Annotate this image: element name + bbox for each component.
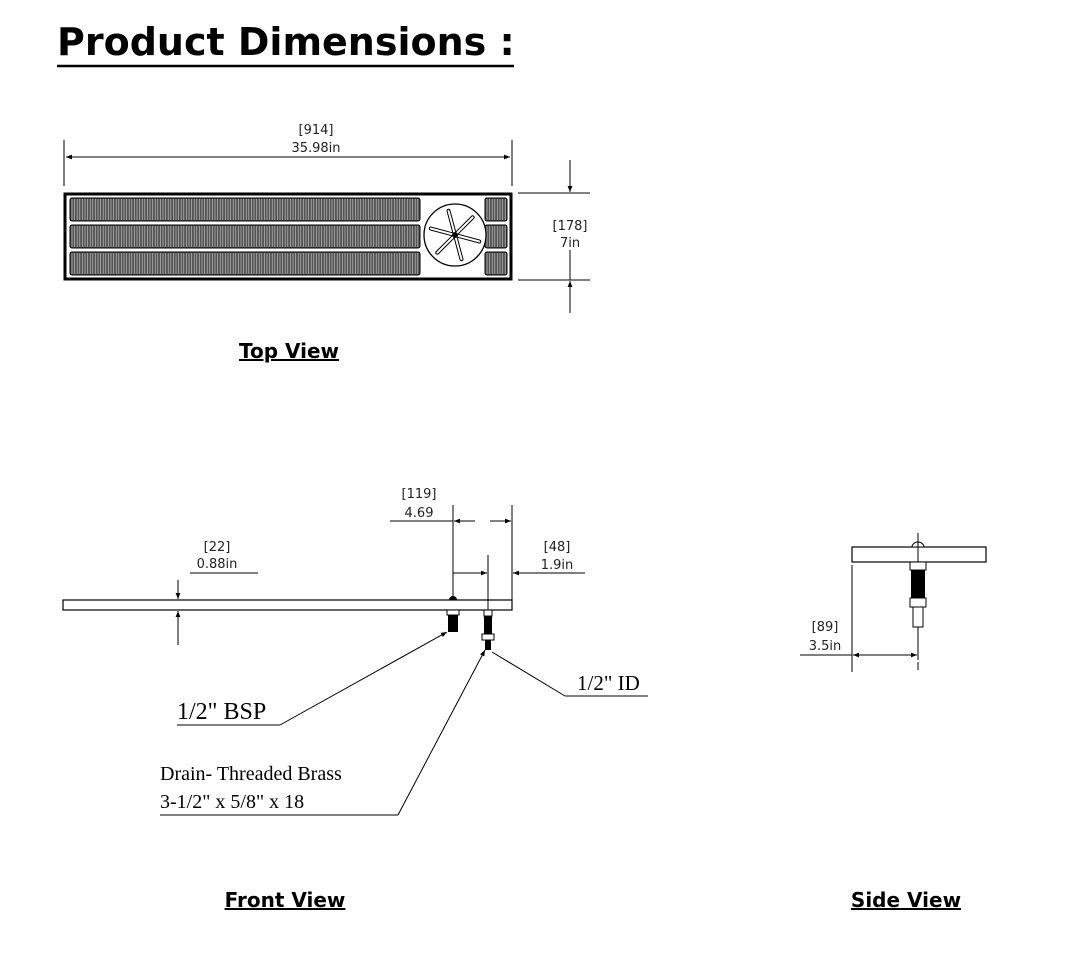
tray-end-profile: [851, 546, 987, 563]
length-in: 35.98in: [291, 141, 340, 156]
top-view: [914] 35.98in [178] 7in Top View: [63, 123, 590, 363]
side-view: [89] 3.5in Side View: [800, 533, 987, 912]
width-mm: [178]: [553, 219, 588, 234]
drain-slots: [69, 197, 508, 276]
tray-side-profile: [62, 599, 513, 611]
drain-note-line1: Drain- Threaded Brass: [160, 763, 342, 785]
rinser-icon: [423, 203, 487, 267]
drain-note-line2: 3-1/2" x 5/8" x 18: [160, 791, 304, 813]
front-view-label: Front View: [225, 888, 346, 912]
offset2-mm: [48]: [544, 540, 571, 555]
drain-fitting: [484, 616, 492, 634]
offset1-in: 4.69: [405, 506, 434, 521]
thickness-in: 0.88in: [197, 557, 238, 572]
offset1-mm: [119]: [402, 487, 437, 502]
length-mm: [914]: [299, 123, 334, 138]
side-view-label: Side View: [851, 888, 961, 912]
bsp-fitting: [448, 615, 458, 632]
thickness-mm: [22]: [204, 540, 231, 555]
front-view: [22] 0.88in [119] 4.69 [48] 1.9in 1/2" B…: [62, 487, 648, 912]
page-title: Product Dimensions :: [57, 20, 515, 64]
offset2-in: 1.9in: [541, 558, 574, 573]
bsp-note: 1/2" BSP: [177, 699, 266, 725]
side-drain-fitting: [911, 570, 925, 598]
depth-mm: [89]: [812, 620, 839, 635]
width-in: 7in: [560, 236, 580, 251]
id-note: 1/2" ID: [577, 671, 640, 695]
depth-in: 3.5in: [809, 639, 842, 654]
top-view-label: Top View: [239, 339, 339, 363]
